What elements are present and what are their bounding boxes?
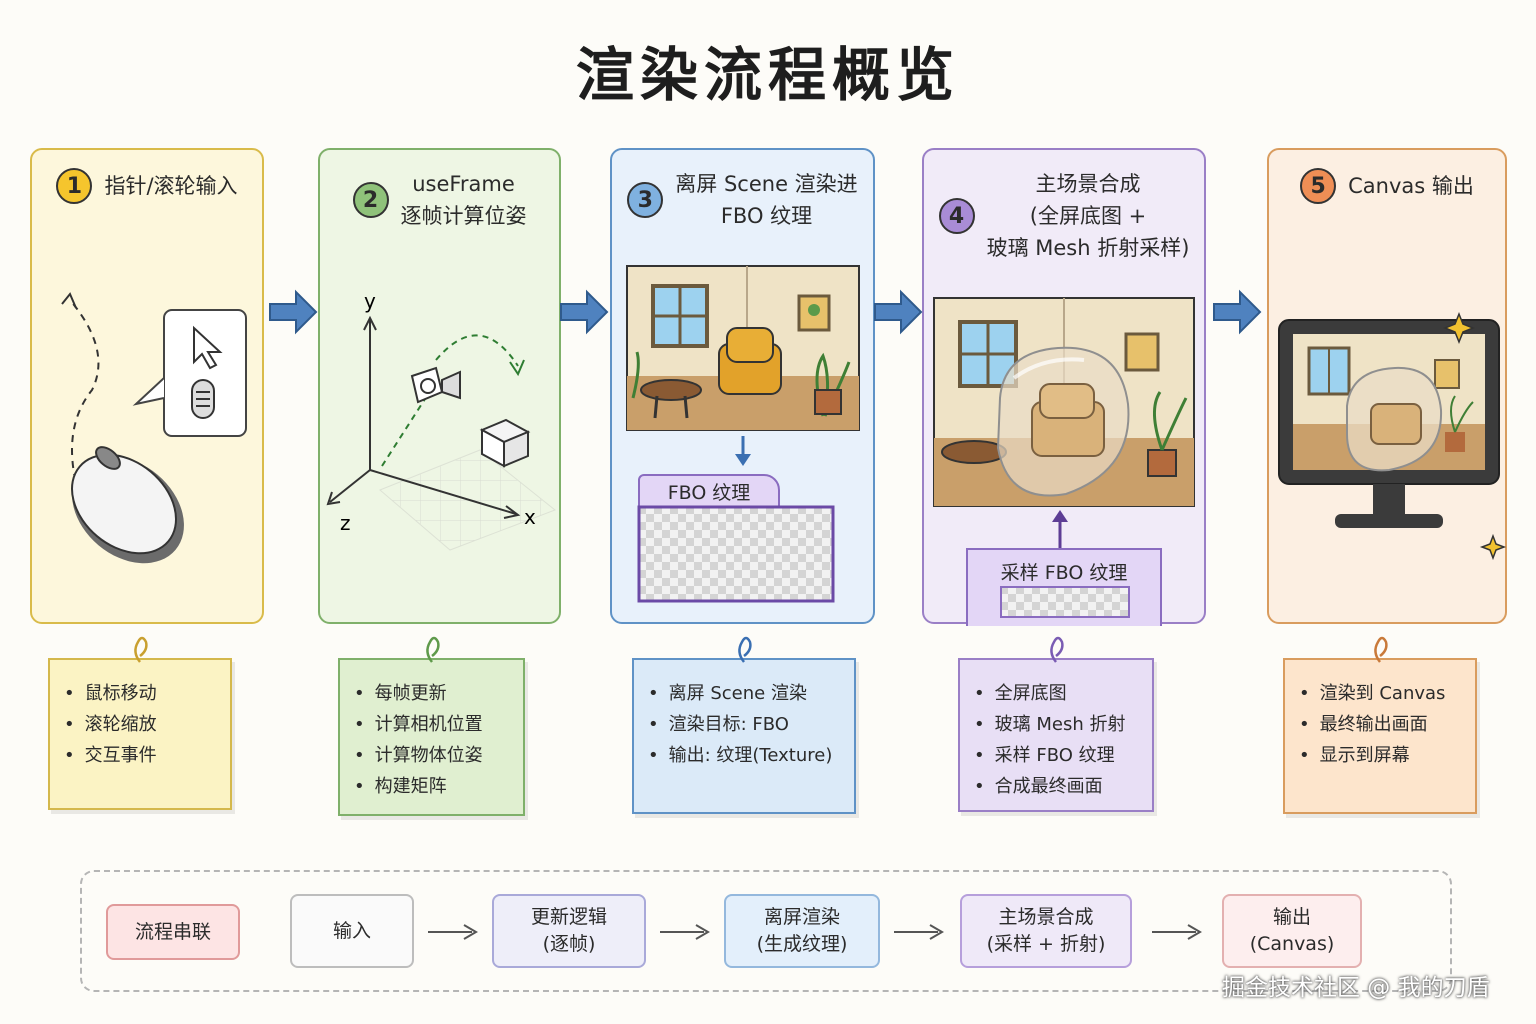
note-item: 鼠标移动 bbox=[64, 678, 230, 709]
stage-title: 指针/滚轮输入 bbox=[104, 174, 238, 198]
cursor-icon bbox=[193, 325, 223, 370]
monitor-illustration bbox=[1278, 311, 1507, 561]
fbo-texture-checker bbox=[637, 505, 835, 603]
stage-title: useFrame 逐帧计算位姿 bbox=[400, 172, 527, 228]
stage-header: 2 useFrame 逐帧计算位姿 bbox=[320, 168, 559, 232]
pin-icon bbox=[425, 636, 440, 663]
mouse-illustration bbox=[61, 292, 247, 564]
watermark: 掘金技术社区 @ 我的刀盾 bbox=[1222, 975, 1490, 1001]
sparkle-icon bbox=[1479, 533, 1507, 561]
flow-arrow-icon bbox=[874, 289, 923, 335]
stage-header: 5 Canvas 输出 bbox=[1269, 168, 1505, 204]
note-item: 合成最终画面 bbox=[974, 771, 1152, 802]
pin-icon bbox=[1050, 636, 1064, 663]
stage-main-compose: 4 主场景合成 (全屏底图 + 玻璃 Mesh 折射采样) 采样 FBO 纹理 bbox=[922, 148, 1206, 626]
stage-useframe: 2 useFrame 逐帧计算位姿 y x z bbox=[318, 148, 561, 624]
pin-icon bbox=[738, 636, 752, 663]
pipeline-chain-box bbox=[80, 870, 1452, 992]
axis-illustration: y x z bbox=[326, 289, 556, 551]
sticky-note: 离屏 Scene 渲染 渲染目标: FBO 输出: 纹理(Texture) bbox=[632, 636, 856, 814]
note-item: 渲染目标: FBO bbox=[648, 709, 854, 740]
down-arrow-icon bbox=[735, 436, 751, 466]
note-item: 最终输出画面 bbox=[1299, 709, 1475, 740]
chain-step-output: 输出(Canvas) bbox=[1222, 894, 1362, 968]
chain-arrow-icon bbox=[428, 924, 478, 940]
chain-arrow-icon bbox=[660, 924, 710, 940]
pin-icon bbox=[134, 636, 148, 663]
axis-label-z: z bbox=[340, 511, 351, 535]
sample-fbo-checker bbox=[1000, 586, 1130, 618]
chain-label: 流程串联 bbox=[106, 904, 240, 960]
chain-step-update: 更新逻辑(逐帧) bbox=[492, 894, 646, 968]
pin-icon bbox=[1374, 636, 1388, 663]
stage-number-badge: 4 bbox=[938, 198, 975, 234]
note-item: 全屏底图 bbox=[974, 678, 1152, 709]
note-item: 构建矩阵 bbox=[354, 771, 523, 802]
stage-canvas-output: 5 Canvas 输出 bbox=[1267, 148, 1507, 624]
sticky-note: 全屏底图 玻璃 Mesh 折射 采样 FBO 纹理 合成最终画面 bbox=[958, 636, 1154, 812]
chain-arrow-icon bbox=[894, 924, 944, 940]
note-item: 计算物体位姿 bbox=[354, 740, 523, 771]
stage-number-badge: 5 bbox=[1300, 168, 1337, 204]
fbo-texture-tab: FBO 纹理 bbox=[638, 474, 780, 508]
sparkle-icon bbox=[1442, 311, 1476, 345]
note-item: 交互事件 bbox=[64, 740, 230, 771]
sample-fbo-label: 采样 FBO 纹理 bbox=[1000, 562, 1128, 584]
stage-title: Canvas 输出 bbox=[1348, 174, 1474, 198]
sample-fbo-panel: 采样 FBO 纹理 bbox=[966, 548, 1162, 626]
note-item: 每帧更新 bbox=[354, 678, 523, 709]
sticky-note: 每帧更新 计算相机位置 计算物体位姿 构建矩阵 bbox=[338, 636, 525, 816]
note-item: 输出: 纹理(Texture) bbox=[648, 740, 854, 771]
stage-header: 4 主场景合成 (全屏底图 + 玻璃 Mesh 折射采样) bbox=[924, 168, 1204, 264]
camera-icon bbox=[410, 366, 461, 404]
axis-label-x: x bbox=[524, 505, 536, 529]
glass-scene-illustration bbox=[933, 297, 1195, 507]
note-item: 采样 FBO 纹理 bbox=[974, 740, 1152, 771]
note-item: 显示到屏幕 bbox=[1299, 740, 1475, 771]
stage-number-badge: 2 bbox=[352, 182, 389, 218]
scene-illustration bbox=[626, 265, 860, 431]
sticky-note: 渲染到 Canvas 最终输出画面 显示到屏幕 bbox=[1283, 636, 1477, 814]
flow-arrow-icon bbox=[1213, 289, 1262, 335]
stage-number-badge: 1 bbox=[56, 168, 93, 204]
note-item: 玻璃 Mesh 折射 bbox=[974, 709, 1152, 740]
chain-step-offscreen: 离屏渲染(生成纹理) bbox=[724, 894, 880, 968]
note-item: 渲染到 Canvas bbox=[1299, 678, 1475, 709]
chain-step-input: 输入 bbox=[290, 894, 414, 968]
stage-title: 离屏 Scene 渲染进 FBO 纹理 bbox=[675, 172, 858, 228]
sticky-note: 鼠标移动 滚轮缩放 交互事件 bbox=[48, 636, 232, 810]
chain-arrow-icon bbox=[1152, 924, 1202, 940]
cube-icon bbox=[479, 418, 531, 468]
note-item: 离屏 Scene 渲染 bbox=[648, 678, 854, 709]
chain-step-compose: 主场景合成(采样 + 折射) bbox=[960, 894, 1132, 968]
flow-arrow-icon bbox=[269, 289, 318, 335]
flow-arrow-icon bbox=[560, 289, 609, 335]
stage-number-badge: 3 bbox=[627, 182, 664, 218]
up-arrow-icon bbox=[1052, 510, 1068, 550]
stage-offscreen-render: 3 离屏 Scene 渲染进 FBO 纹理 FBO 纹理 bbox=[610, 148, 875, 624]
note-item: 滚轮缩放 bbox=[64, 709, 230, 740]
note-item: 计算相机位置 bbox=[354, 709, 523, 740]
page-title: 渲染流程概览 bbox=[575, 41, 960, 109]
stage-title: 主场景合成 (全屏底图 + 玻璃 Mesh 折射采样) bbox=[986, 172, 1190, 260]
stage-header: 3 离屏 Scene 渲染进 FBO 纹理 bbox=[612, 168, 873, 232]
axis-label-y: y bbox=[364, 289, 376, 313]
stage-pointer-input: 1 指针/滚轮输入 bbox=[30, 148, 264, 624]
stage-header: 1 指针/滚轮输入 bbox=[32, 168, 262, 204]
